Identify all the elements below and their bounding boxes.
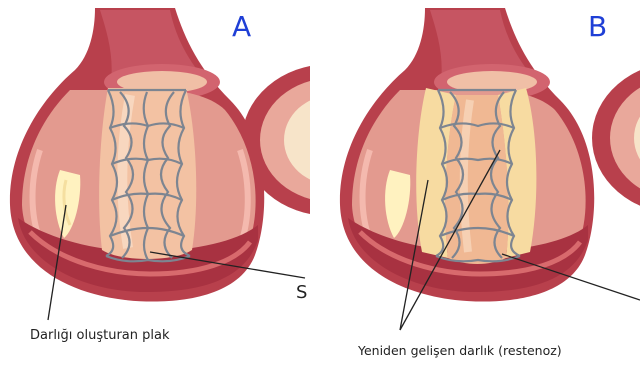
panel-label-a: A	[232, 10, 251, 43]
artery-illustration-a	[0, 0, 310, 369]
panel-b: B Yeniden gelişen darlık (restenoz)	[330, 0, 640, 369]
plaque-caption: Darlığı oluşturan plak	[30, 328, 170, 343]
stent-label-fragment: S	[296, 282, 307, 303]
artery-illustration-b	[330, 0, 640, 369]
panel-label-b: B	[588, 10, 607, 43]
lumen	[445, 95, 508, 264]
vessel-cross-section-right	[592, 62, 640, 214]
panel-a: A S Darlığı oluşturan plak	[0, 0, 310, 369]
restenosis-caption: Yeniden gelişen darlık (restenoz)	[358, 343, 562, 358]
